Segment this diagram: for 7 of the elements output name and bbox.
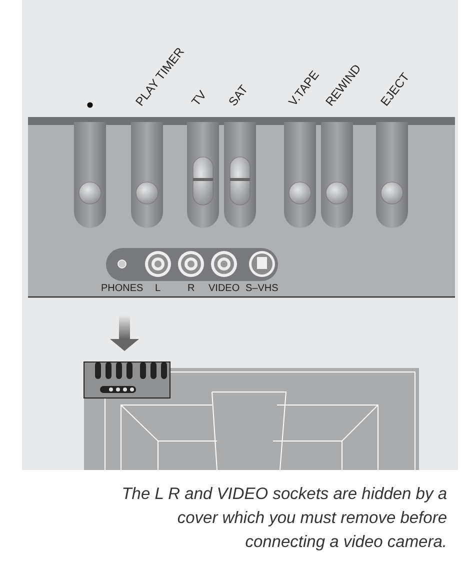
socket-label: L [155, 283, 161, 295]
socket-label: VIDEO [208, 283, 240, 295]
socket-label: S–VHS [246, 283, 278, 295]
caption: The L R and VIDEO sockets are hidden by a cover which you must remove before connecting a video camera. [120, 484, 447, 553]
button-label: TV [190, 88, 208, 108]
socket-label: PHONES [101, 283, 144, 295]
socket-label: R [188, 283, 195, 295]
